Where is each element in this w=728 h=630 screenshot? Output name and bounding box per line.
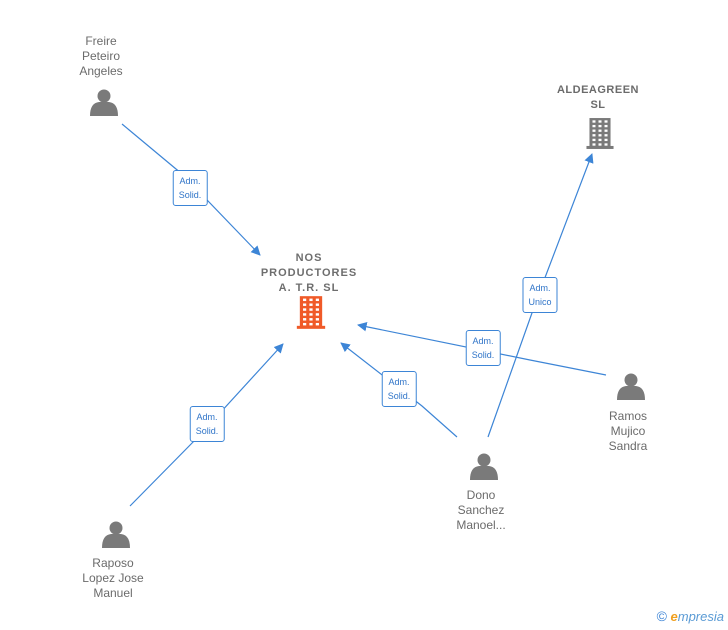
edge-label-line: Solid. [195, 426, 219, 436]
edge-label-line: Solid. [471, 350, 495, 360]
edge-label-raposo-to-main[interactable]: Adm. Solid. [189, 406, 225, 442]
person-icon[interactable] [470, 453, 498, 481]
node-label-line: Manuel [93, 586, 133, 600]
copyright-symbol: © [656, 608, 667, 624]
node-label-line: Sanchez [457, 503, 505, 517]
node-label-aldea[interactable]: ALDEAGREEN SL [557, 83, 639, 113]
watermark-initial: e [670, 609, 678, 624]
edge-label-line: Adm. [472, 336, 494, 346]
edge-label-line: Unico [528, 297, 552, 307]
person-icon[interactable] [617, 373, 645, 401]
building-icon[interactable] [586, 118, 614, 149]
edge-label-freire-to-main[interactable]: Adm. Solid. [172, 170, 208, 206]
edge-ramos-to-main [357, 322, 607, 376]
building-icon[interactable] [296, 296, 326, 329]
node-label-line: Dono [466, 488, 496, 502]
watermark-text: mpresia [677, 609, 724, 624]
node-label-line: ALDEAGREEN [556, 84, 640, 96]
node-label-line: Manoel... [456, 518, 506, 532]
edge-label-line: Adm. [388, 377, 410, 387]
edge-label-dono-to-aldea[interactable]: Adm. Unico [522, 277, 558, 313]
node-label-line: Raposo [92, 556, 134, 570]
node-label-line: A. T.R. SL [278, 282, 340, 294]
node-label-line: NOS [295, 252, 323, 264]
edge-label-line: Adm. [529, 283, 551, 293]
node-label-line: SL [590, 99, 606, 111]
node-label-line: Peteiro [81, 49, 121, 63]
node-label-line: Angeles [79, 64, 123, 78]
person-icon[interactable] [102, 521, 130, 549]
edge-label-dono-to-main[interactable]: Adm. Solid. [381, 371, 417, 407]
edge-label-ramos-to-main[interactable]: Adm. Solid. [465, 330, 501, 366]
node-label-line: Mujico [610, 424, 646, 438]
node-label-line: Lopez Jose [82, 571, 144, 585]
edge-label-line: Adm. [196, 412, 218, 422]
edge-label-line: Solid. [178, 190, 202, 200]
edge-dono-to-main [340, 342, 458, 438]
edge-label-line: Adm. [179, 176, 201, 186]
node-label-line: Freire [85, 34, 117, 48]
node-label-line: Ramos [608, 409, 648, 423]
person-icon[interactable] [90, 89, 118, 117]
node-label-line: Sandra [608, 439, 648, 453]
node-label-line: PRODUCTORES [260, 267, 358, 279]
empresia-watermark: © empresia [657, 608, 724, 624]
node-label-main[interactable]: NOS PRODUCTORES A. T.R. SL [261, 251, 357, 296]
edge-label-line: Solid. [387, 391, 411, 401]
